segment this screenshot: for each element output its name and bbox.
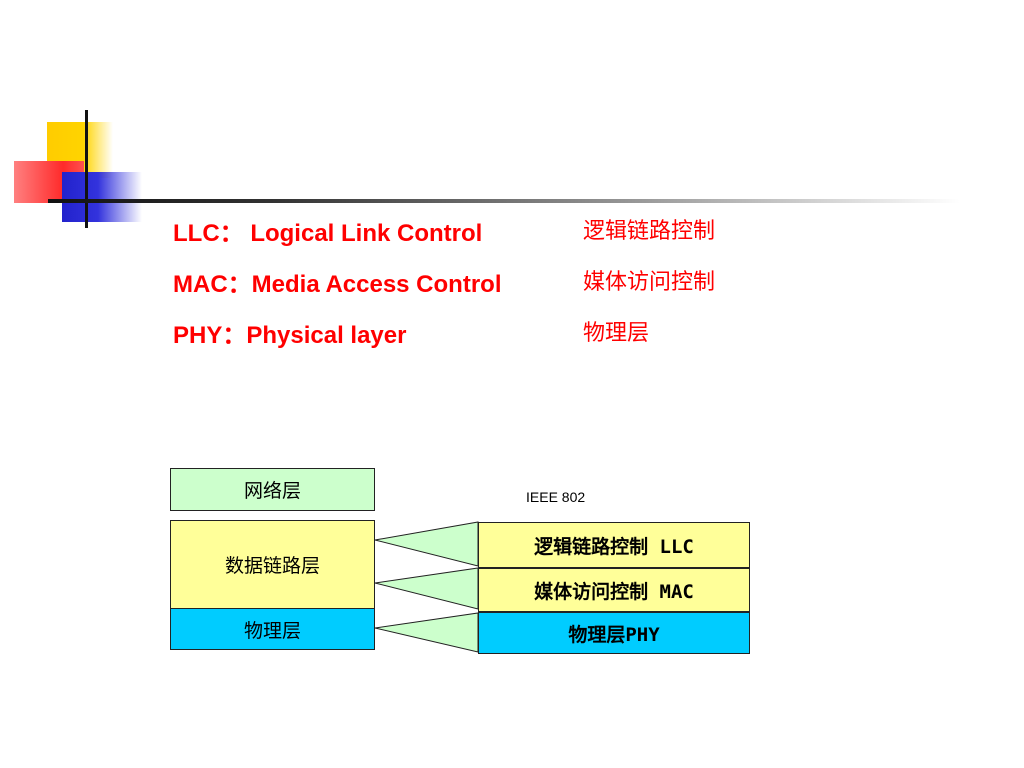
physical-layer-box: 物理层 [170, 608, 375, 650]
network-layer-box: 网络层 [170, 468, 375, 511]
network-layer-label: 网络层 [243, 480, 301, 502]
ieee-802-label: IEEE 802 [526, 489, 586, 505]
definition-phy-zh: 物理层 [583, 321, 650, 346]
definition-phy-en: PHY：Physical layer [173, 322, 407, 349]
mac-sublayer-box: 媒体访问控制 MAC [478, 568, 750, 612]
phy-sublayer-box: 物理层PHY [478, 612, 750, 654]
llc-sublayer-label: 逻辑链路控制 LLC [534, 535, 694, 558]
datalink-layer-box: 数据链路层 [170, 520, 375, 609]
mac-sublayer-label: 媒体访问控制 MAC [534, 580, 694, 603]
physical-layer-label: 物理层 [243, 619, 301, 642]
llc-sublayer-box: 逻辑链路控制 LLC [478, 522, 750, 568]
definition-mac-zh: 媒体访问控制 [583, 270, 716, 295]
connector-mac [374, 567, 479, 610]
phy-sublayer-label: 物理层PHY [568, 623, 660, 646]
connector-llc [374, 521, 479, 567]
definition-mac-en: MAC：Media Access Control [173, 271, 502, 298]
decor-blue-square [62, 172, 142, 222]
title-divider-line [48, 199, 960, 203]
datalink-layer-label: 数据链路层 [224, 555, 320, 577]
definition-llc-en: LLC： Logical Link Control [173, 220, 483, 247]
definition-llc-zh: 逻辑链路控制 [583, 219, 716, 244]
decor-vertical-line [85, 110, 88, 228]
connector-phy [374, 612, 479, 653]
